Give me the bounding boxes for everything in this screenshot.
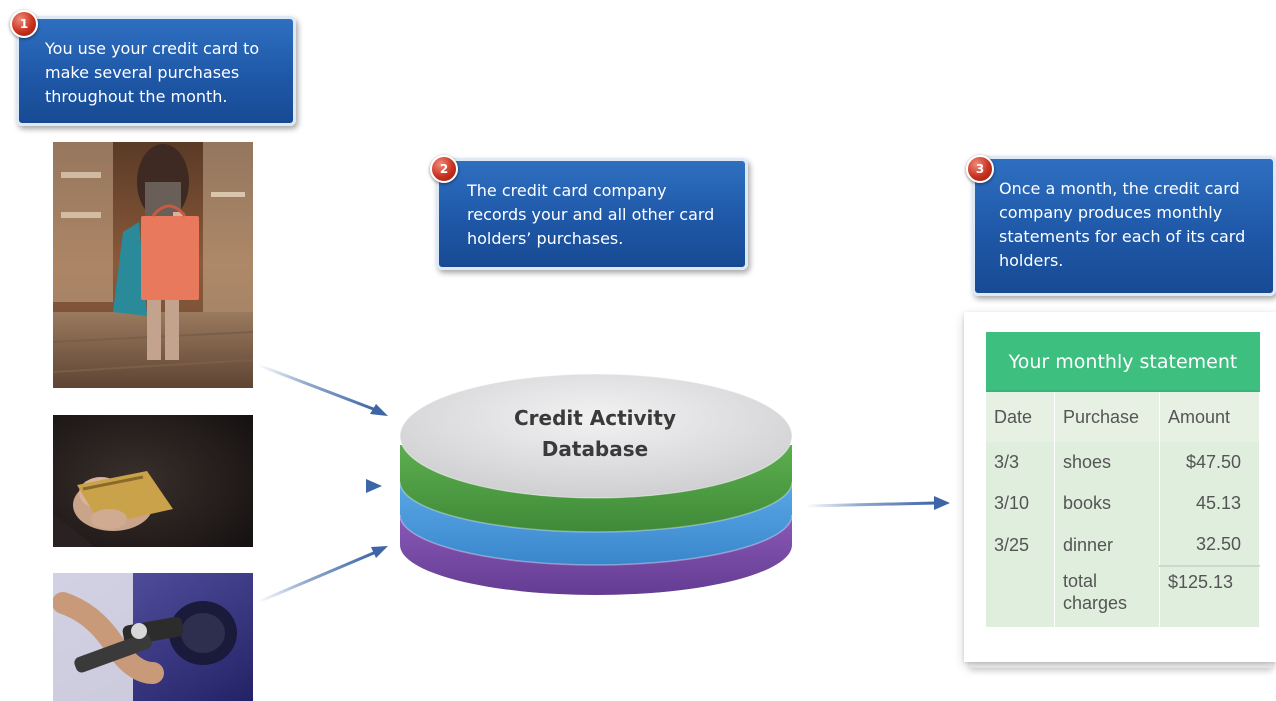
step-2-callout: The credit card company records your and… <box>436 158 748 270</box>
shopping-photo <box>53 142 253 388</box>
row-date: 3/10 <box>986 483 1055 524</box>
credit-activity-database <box>399 373 793 595</box>
row-purchase: dinner <box>1054 524 1160 566</box>
total-amount: $125.13 <box>1159 566 1260 627</box>
statement-table: Date Purchase Amount 3/3 shoes $47.50 3/… <box>986 392 1260 627</box>
row-date: 3/3 <box>986 442 1055 483</box>
statement-total-row: total charges $125.13 <box>986 566 1260 627</box>
statement-header-row: Date Purchase Amount <box>986 392 1260 442</box>
step-3-text: Once a month, the credit card company pr… <box>999 179 1246 270</box>
statement-row: 3/10 books 45.13 <box>986 483 1260 524</box>
gas-pump-photo <box>53 573 253 701</box>
shopping-scene-icon <box>53 142 253 388</box>
step-3-callout: Once a month, the credit card company pr… <box>972 156 1276 296</box>
database-label: Credit Activity Database <box>470 403 720 465</box>
step-1-text: You use your credit card to make several… <box>45 39 260 106</box>
statement-row: 3/25 dinner 32.50 <box>986 524 1260 567</box>
arrow-gas-to-db <box>257 546 388 604</box>
total-empty-cell <box>986 566 1055 627</box>
step-3-badge: 3 <box>966 155 994 183</box>
row-purchase: books <box>1054 483 1160 524</box>
fuel-nozzle-icon <box>53 573 253 701</box>
database-label-line2: Database <box>541 437 649 461</box>
card-hand-icon <box>53 415 253 547</box>
row-purchase: shoes <box>1054 442 1160 483</box>
column-date: Date <box>986 392 1055 442</box>
total-label: total charges <box>1054 566 1160 627</box>
column-purchase: Purchase <box>1054 392 1160 442</box>
database-label-line1: Credit Activity <box>513 406 677 430</box>
arrow-shopping-to-db <box>257 363 388 416</box>
step-2-text: The credit card company records your and… <box>467 181 715 248</box>
row-amount: 45.13 <box>1159 483 1260 524</box>
row-date: 3/25 <box>986 524 1055 566</box>
statement-row: 3/3 shoes $47.50 <box>986 442 1260 483</box>
row-amount: 32.50 <box>1159 524 1260 567</box>
step-1-badge: 1 <box>10 10 38 38</box>
column-amount: Amount <box>1159 392 1260 442</box>
statement-title: Your monthly statement <box>986 332 1260 392</box>
step-2-badge: 2 <box>430 155 458 183</box>
arrow-card-to-db <box>258 479 382 493</box>
card-handoff-photo <box>53 415 253 547</box>
arrow-db-to-statement <box>805 496 950 510</box>
row-amount: $47.50 <box>1159 442 1260 483</box>
step-1-callout: You use your credit card to make several… <box>16 16 296 126</box>
